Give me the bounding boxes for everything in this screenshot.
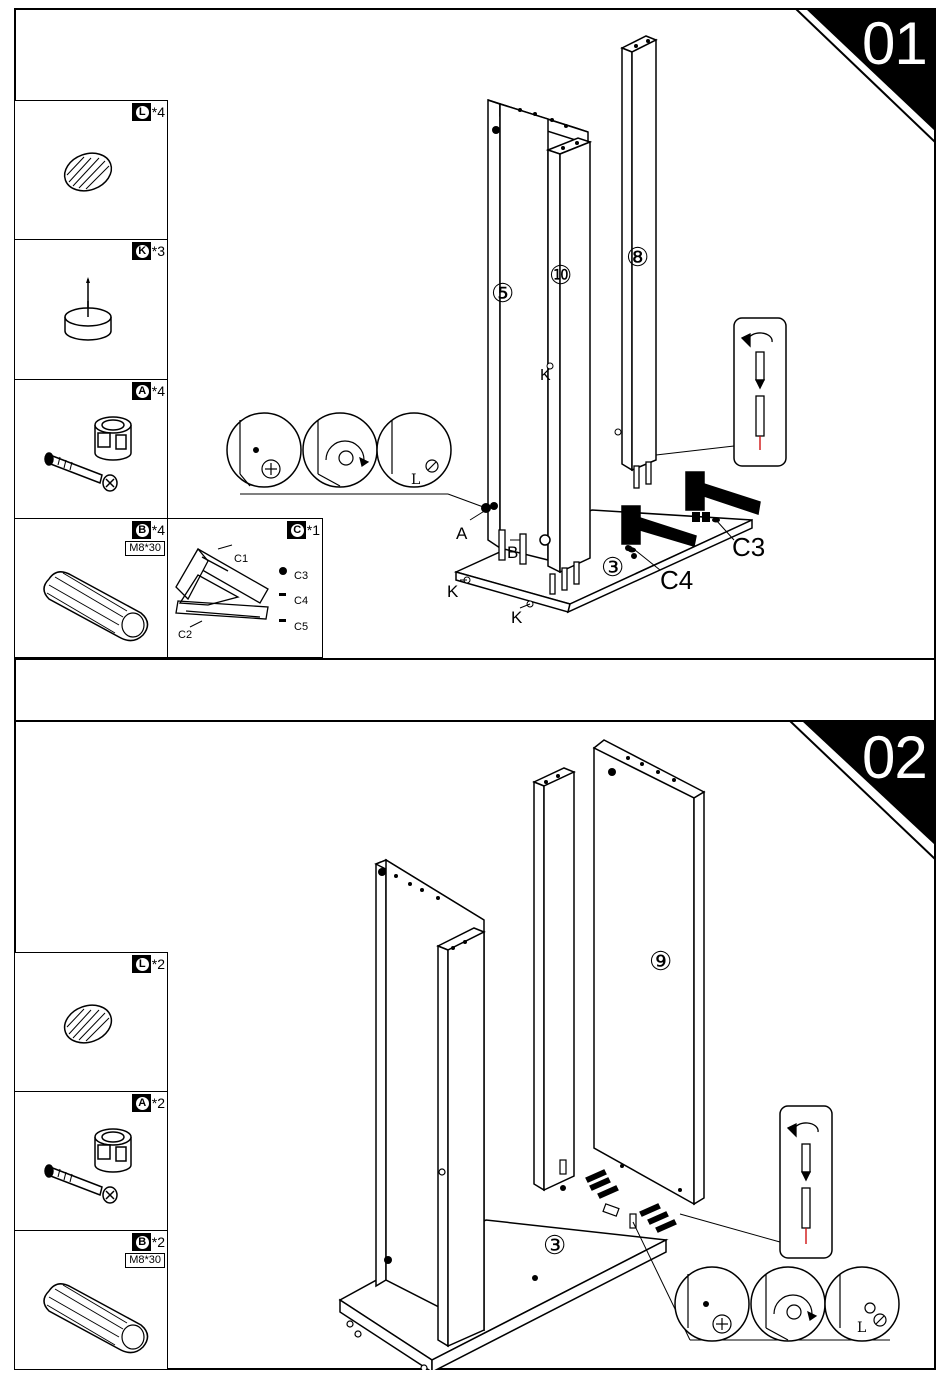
callout-a: A [456,524,467,544]
callout-k-left: K [447,582,458,602]
panel-label-3-step2: ③ [543,1232,566,1258]
detail-letter-l-2: L [857,1318,866,1338]
callout-k-top: K [540,366,551,386]
callout-b: B [507,543,518,563]
panel-label-3: ③ [601,554,624,580]
callout-c3: C3 [732,534,765,560]
panel-label-5: ⑤ [491,280,514,306]
panel-label-9: ⑨ [649,948,672,974]
panel-label-8: ⑧ [626,244,649,270]
callout-k-bottom: K [511,608,522,628]
step-2-assembly-drawing [0,720,950,1370]
callout-c4: C4 [660,567,693,593]
divider-strip [14,658,936,722]
detail-letter-l: L [411,470,420,490]
panel-label-10: ⑩ [549,262,572,288]
step-1-assembly-drawing [0,0,950,660]
